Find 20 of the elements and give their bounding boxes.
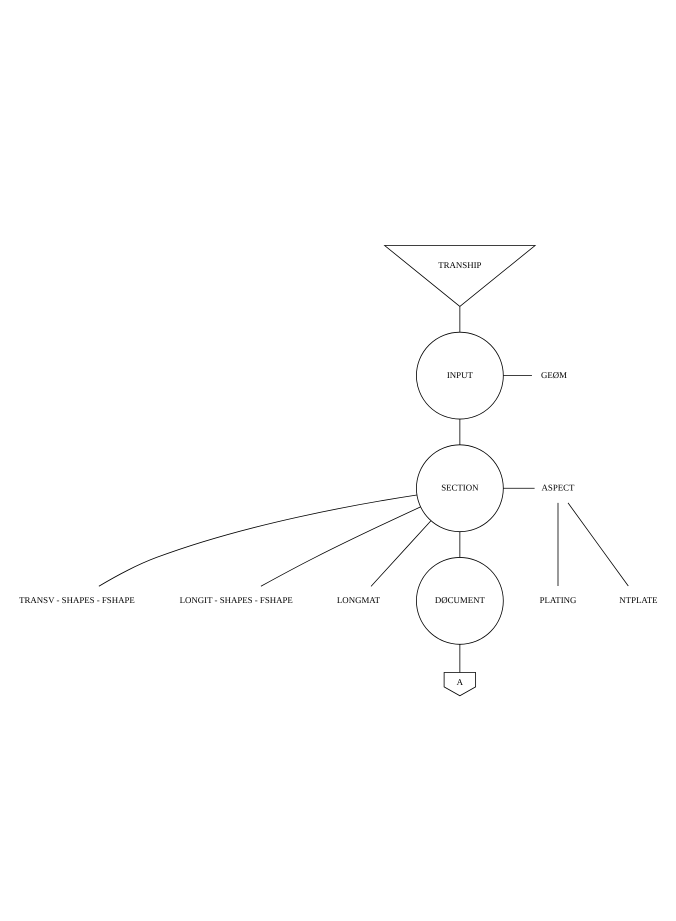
node-circle: SECTION xyxy=(416,444,504,532)
node-text: LONGMAT xyxy=(336,595,380,606)
connector xyxy=(260,506,421,587)
node-circle: INPUT xyxy=(416,332,504,420)
node-circle: DØCUMENT xyxy=(416,557,504,645)
connector xyxy=(459,418,460,446)
node-text: TRANSV - SHAPES - FSHAPE xyxy=(19,595,135,606)
node-text: GEØM xyxy=(540,370,567,380)
node-text: PLATING xyxy=(540,595,576,606)
connector xyxy=(503,488,536,489)
connector xyxy=(459,644,460,673)
connector xyxy=(459,306,460,333)
connector xyxy=(503,375,532,376)
node-text: ASPECT xyxy=(542,482,574,493)
node-text: LONGIT - SHAPES - FSHAPE xyxy=(180,595,293,606)
connector xyxy=(370,520,432,587)
connector xyxy=(98,494,418,587)
connector xyxy=(459,532,460,558)
node-text: NTPLATE xyxy=(619,595,658,606)
connector xyxy=(568,502,629,586)
